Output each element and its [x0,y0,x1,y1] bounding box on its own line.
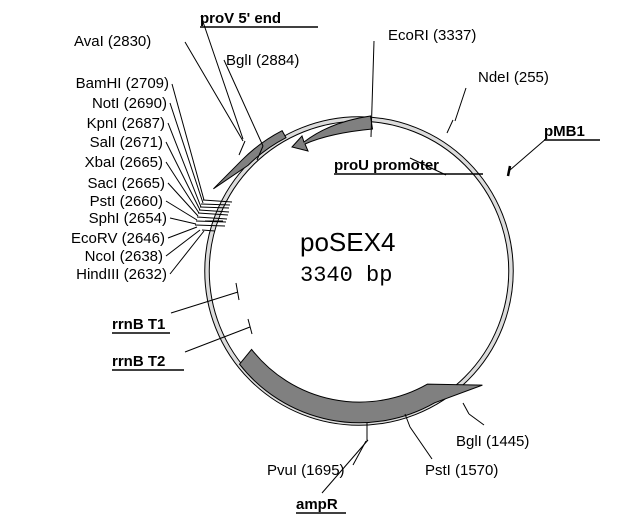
site-saci: SacI (2665) [87,175,165,192]
leader-lines [165,15,548,494]
site-noti: NotI (2690) [92,95,167,112]
site-xbai: XbaI (2665) [85,154,163,171]
feature-rrnb-t2: rrnB T2 [112,353,165,370]
site-ndei: NdeI (255) [478,69,549,86]
site-bamhi: BamHI (2709) [76,75,169,92]
ampr-feature-arrow [238,348,483,424]
site-hindiii: HindIII (2632) [76,266,167,283]
prov-feature-arrow [213,130,287,190]
feature-rrnb-t1: rrnB T1 [112,316,165,333]
site-ncoi: NcoI (2638) [85,248,163,265]
feature-pmb1: pMB1 [544,123,585,140]
site-sali: SalI (2671) [90,134,163,151]
site-ecorv: EcoRV (2646) [71,230,165,247]
site-bgli-top: BglI (2884) [226,52,299,69]
site-ticks [194,105,512,441]
site-kpni: KpnI (2687) [87,115,165,132]
site-aval: AvaI (2830) [74,33,151,50]
plasmid-size: 3340 bp [300,263,392,288]
prou-promoter-arrow [291,115,374,152]
site-psti-bottom: PstI (1570) [425,462,498,479]
feature-prou-promoter: proU promoter [334,157,439,174]
feature-ampr: ampR [296,496,338,513]
site-bgli-bottom: BglI (1445) [456,433,529,450]
site-ecori: EcoRI (3337) [388,27,476,44]
site-sphi: SphI (2654) [89,210,167,227]
feature-prov: proV 5' end [200,10,281,27]
site-pvui: PvuI (1695) [267,462,345,479]
site-psti-top: PstI (2660) [90,193,163,210]
plasmid-name: poSEX4 [300,227,395,257]
